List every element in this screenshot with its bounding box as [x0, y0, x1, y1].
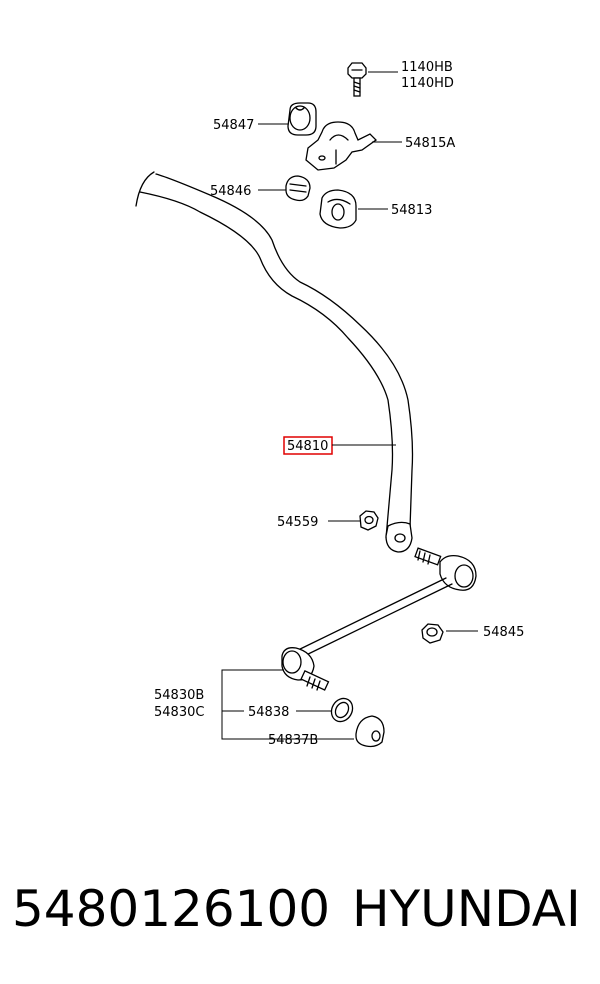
label-54830b: 54830B [154, 688, 204, 703]
parts-diagram: 1140HB 1140HD 54847 54815A 54846 54813 [135, 60, 524, 748]
clip-54846-icon [285, 175, 311, 202]
bolt-icon [347, 62, 367, 97]
label-54838: 54838 [248, 705, 289, 720]
bushing-54813-icon [319, 189, 357, 229]
boot-54837b-icon [355, 715, 385, 748]
label-54845: 54845 [483, 625, 524, 640]
label-1140hb: 1140HB [401, 60, 453, 75]
label-54810[interactable]: 54810 [287, 439, 328, 454]
nut-54845-icon [421, 623, 444, 644]
stabilizer-link-icon [281, 547, 477, 691]
label-54837b: 54837B [268, 733, 318, 748]
bushing-54847-icon [287, 102, 317, 136]
label-54815a: 54815A [405, 136, 455, 151]
footer-caption: 5480126100 HYUNDAI [0, 870, 600, 950]
nut-54559-icon [359, 510, 379, 531]
label-54847: 54847 [213, 118, 254, 133]
leader-54830-bracket [221, 669, 354, 740]
bracket-54815a-icon [305, 121, 378, 171]
label-54813: 54813 [391, 203, 432, 218]
ring-54838-icon [330, 697, 354, 723]
stabilizer-bar-icon [135, 171, 414, 553]
label-1140hd: 1140HD [401, 76, 454, 91]
label-54559: 54559 [277, 515, 318, 530]
part-number: 5480126100 [12, 880, 331, 938]
brand-name: HYUNDAI [352, 880, 581, 938]
label-54830c: 54830C [154, 705, 204, 720]
label-54846: 54846 [210, 184, 251, 199]
